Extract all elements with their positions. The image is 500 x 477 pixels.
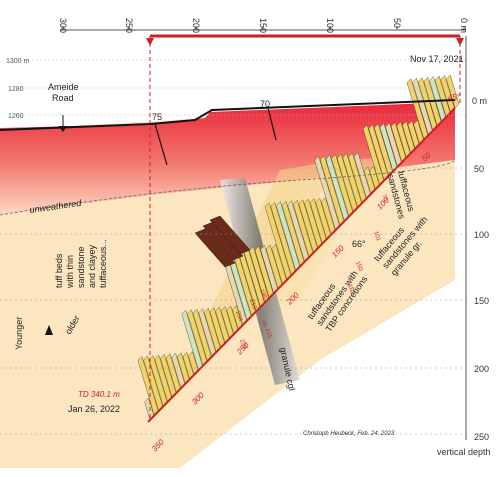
depth-label-100: 100 <box>474 230 489 240</box>
depth-label-50: 50 <box>474 164 484 174</box>
side-label: 230 <box>238 339 247 351</box>
start-date: Nov 17, 2021 <box>410 54 464 64</box>
end-date-label: Jan 26, 2022 <box>68 404 120 414</box>
td-label: TD 340.1 m <box>78 390 120 399</box>
side-label: 234 <box>234 311 243 323</box>
side-label: 195 <box>258 289 267 301</box>
top-tick-label: 150 <box>258 18 268 33</box>
arrow-left <box>146 38 154 46</box>
weathering-boundary <box>0 159 456 216</box>
arrow-right <box>456 38 464 46</box>
depth-axis-title: vertical depth <box>437 447 491 457</box>
elev-label-1260: 1260 <box>8 113 24 120</box>
marker-75-label: 75 <box>152 112 162 122</box>
leftUnit-line: sandstone <box>76 246 86 288</box>
top-tick-label: 100 <box>325 18 335 33</box>
top-tick-label: 250 <box>124 18 134 33</box>
side-label: 150 <box>354 261 363 273</box>
core-column <box>446 74 460 109</box>
borehole-line <box>147 107 456 423</box>
top-tick-label: 300 <box>58 18 68 33</box>
dark-band <box>194 228 236 268</box>
weathered-zone <box>0 102 455 215</box>
core-columns <box>137 74 460 421</box>
depth-label-0: 0 m <box>472 96 487 106</box>
top-tick-label: 200 <box>191 18 201 33</box>
marker-70-label: 70 <box>260 99 270 109</box>
side-label: 162 <box>346 284 355 296</box>
dark-band <box>202 221 244 261</box>
road-arrowhead <box>59 126 67 132</box>
depth-label-250: 250 <box>474 432 489 442</box>
depth-label-150: 150 <box>474 296 489 306</box>
depth-label-200: 200 <box>474 364 489 374</box>
road-label-2: Road <box>52 93 74 103</box>
side-label: 219 <box>248 299 257 311</box>
top-tick-label: 50 <box>392 18 402 28</box>
marker-75-line <box>154 123 168 166</box>
leftUnit-line: tuff beds <box>54 253 64 288</box>
leftUnit-line: tuffaceous... <box>98 239 108 288</box>
white-wedge <box>180 280 455 468</box>
marker-70-line <box>267 107 277 141</box>
road-label-1: Ameide <box>48 82 79 92</box>
side-label: 101 <box>372 231 381 243</box>
credit-label: Christoph Heubeck, Feb. 24, 2023 <box>303 431 395 437</box>
side-label: 70 <box>380 194 388 203</box>
younger-label: Younger <box>14 317 24 350</box>
angle-label: 45° <box>448 93 460 102</box>
top-axis-ticks <box>62 26 465 30</box>
dip-label: 66° <box>352 239 366 249</box>
leftUnit-line: and clayey <box>87 244 97 288</box>
dark-band <box>209 215 251 255</box>
leftUnit-line: with thin <box>65 255 75 289</box>
elev-label-1280: 1280 <box>8 86 24 93</box>
top-tick-label: 0 m <box>459 18 469 33</box>
younger-older-arrow <box>45 325 53 335</box>
topography-line <box>0 99 456 131</box>
elev-label-1300: 1300 m <box>6 58 30 65</box>
